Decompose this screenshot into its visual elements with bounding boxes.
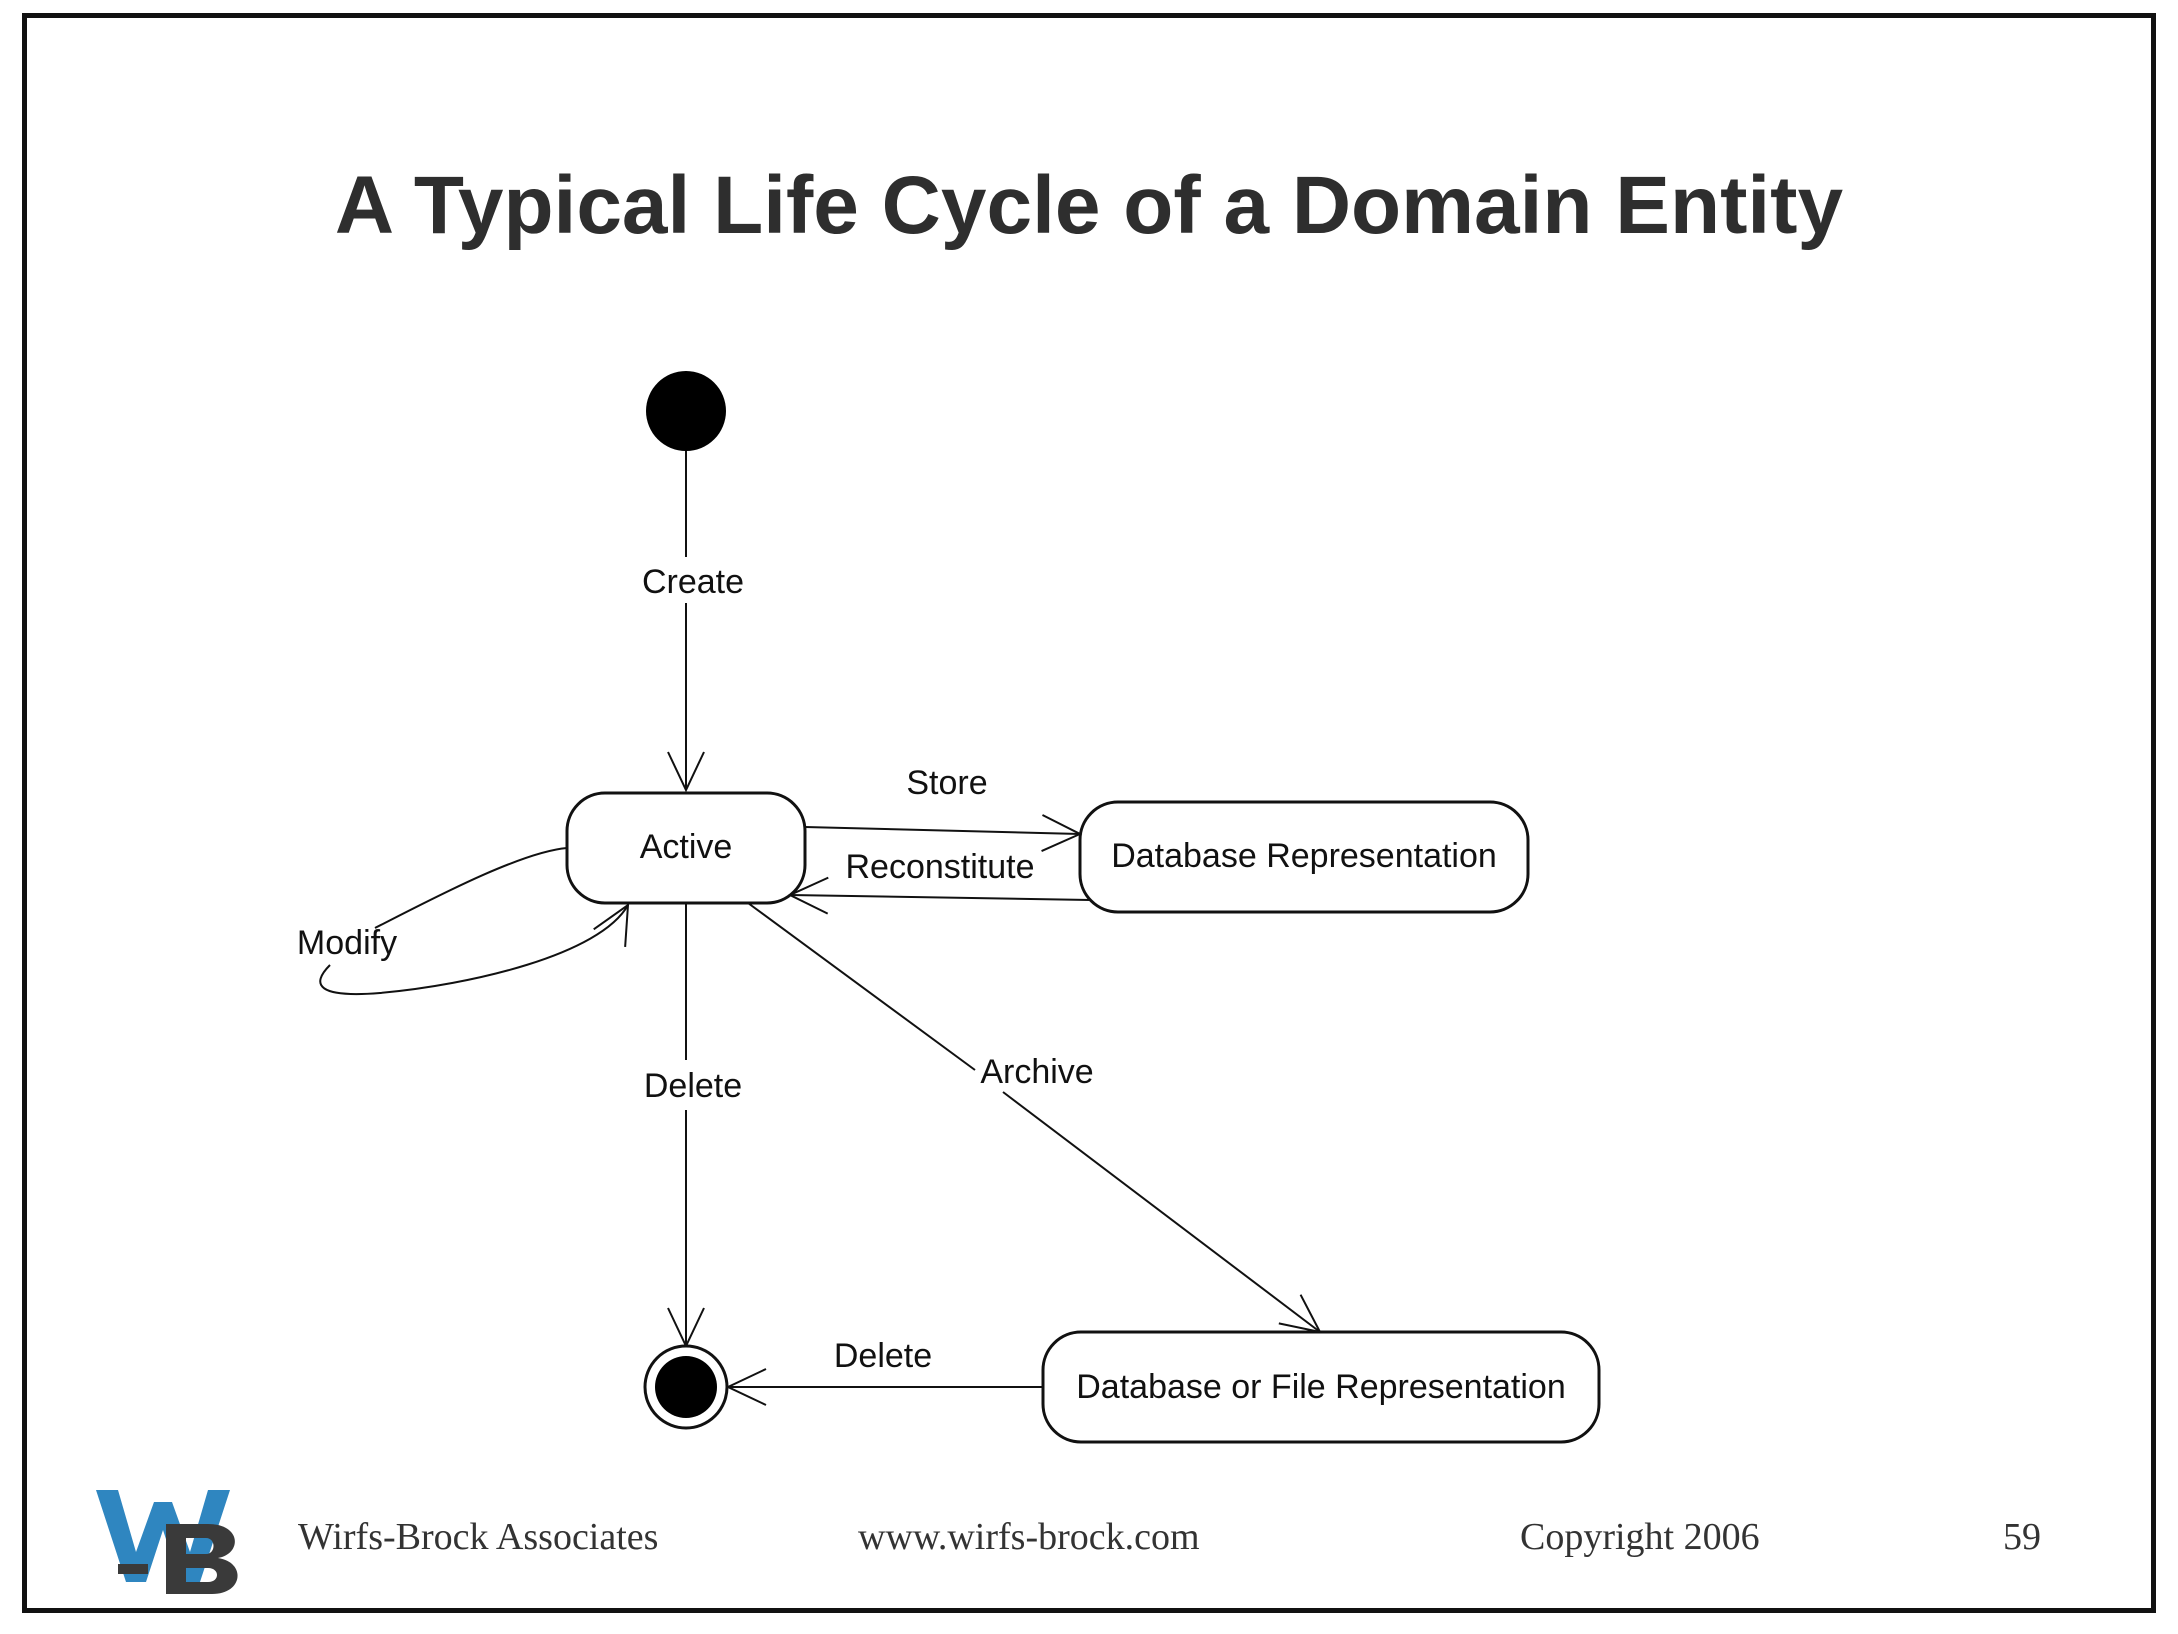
footer-url[interactable]: www.wirfs-brock.com (858, 1516, 1200, 1558)
state-active-label: Active (640, 828, 733, 866)
footer-company: Wirfs-Brock Associates (298, 1516, 659, 1558)
modify-transition-arrow (319, 902, 630, 996)
state-database-representation (1078, 800, 1530, 914)
state-database-or-file-representation-label: Database or File Representation (1076, 1368, 1566, 1406)
reconstitute-transition-arrow (787, 876, 1091, 915)
state-database-representation-label: Database Representation (1111, 837, 1497, 875)
reconstitute-label: Reconstitute (846, 848, 1035, 886)
wirfs-brock-logo (96, 1490, 238, 1594)
final-state (655, 1356, 717, 1418)
store-transition-arrow (804, 814, 1083, 852)
archive-label: Archive (980, 1053, 1093, 1091)
create-label: Create (642, 563, 744, 601)
delete-label: Delete (644, 1067, 742, 1105)
footer-copyright: Copyright 2006 (1520, 1516, 1760, 1558)
archive-transition-arrow (1002, 1091, 1322, 1334)
archive-transition-line-top (747, 902, 976, 1071)
store-label: Store (906, 764, 987, 802)
initial-state (646, 371, 726, 451)
slide-title: A Typical Life Cycle of a Domain Entity (334, 160, 1844, 251)
delete-from-archive-label: Delete (834, 1337, 932, 1375)
modify-transition-line-start (374, 847, 568, 929)
modify-label: Modify (297, 924, 397, 962)
footer-page-number: 59 (2003, 1516, 2041, 1558)
